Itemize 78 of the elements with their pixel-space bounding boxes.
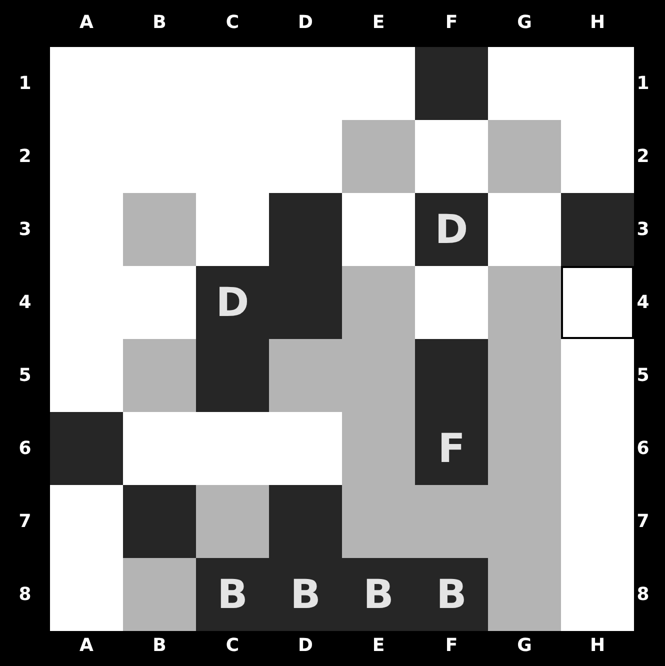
grid-cell xyxy=(269,412,342,485)
grid-cell xyxy=(50,339,123,412)
row-label: 4 xyxy=(636,294,650,312)
row-label: 1 xyxy=(636,74,650,92)
row-label: 7 xyxy=(636,512,650,530)
column-label: F xyxy=(445,637,458,655)
column-label: H xyxy=(590,14,606,32)
grid-cell xyxy=(415,339,488,412)
grid-cell xyxy=(488,47,561,120)
grid-cell xyxy=(415,120,488,193)
grid-cell xyxy=(123,339,196,412)
grid-cell xyxy=(561,266,634,339)
grid-cell xyxy=(342,120,415,193)
grid-cell xyxy=(561,558,634,631)
cell-letter: B xyxy=(436,574,467,614)
column-label: C xyxy=(226,637,240,655)
row-label: 3 xyxy=(18,220,32,238)
grid-cell xyxy=(269,193,342,266)
grid-cell xyxy=(196,558,269,631)
grid-cell xyxy=(488,558,561,631)
row-label: 8 xyxy=(18,586,32,604)
grid-cell xyxy=(488,120,561,193)
grid-cell xyxy=(50,485,123,558)
row-label: 7 xyxy=(18,512,32,530)
grid-cell xyxy=(50,412,123,485)
row-label: 6 xyxy=(18,440,32,458)
grid-cell xyxy=(269,339,342,412)
grid-cell xyxy=(561,120,634,193)
grid-cell xyxy=(196,193,269,266)
column-label: G xyxy=(517,14,532,32)
column-label: E xyxy=(372,14,385,32)
column-label: D xyxy=(298,637,313,655)
row-label: 5 xyxy=(636,366,650,384)
grid-cell xyxy=(196,339,269,412)
column-label: B xyxy=(152,14,166,32)
grid-cell xyxy=(561,193,634,266)
row-label: 2 xyxy=(18,148,32,166)
grid-cell xyxy=(415,558,488,631)
grid-cell xyxy=(196,485,269,558)
grid-cell xyxy=(415,412,488,485)
grid-cell xyxy=(50,558,123,631)
grid-cell xyxy=(561,339,634,412)
grid-cell xyxy=(123,266,196,339)
row-label: 6 xyxy=(636,440,650,458)
row-label: 1 xyxy=(18,74,32,92)
row-label: 5 xyxy=(18,366,32,384)
column-label: B xyxy=(152,637,166,655)
grid-cell xyxy=(488,266,561,339)
column-label: D xyxy=(298,14,313,32)
cell-letter: D xyxy=(434,210,468,250)
column-label: C xyxy=(226,14,240,32)
cell-letter: B xyxy=(363,574,394,614)
grid-cell xyxy=(415,193,488,266)
column-label: H xyxy=(590,637,606,655)
row-label: 3 xyxy=(636,220,650,238)
grid-cell xyxy=(342,266,415,339)
grid-cell xyxy=(123,558,196,631)
cell-letter: B xyxy=(290,574,321,614)
grid-cell xyxy=(123,193,196,266)
grid-cell xyxy=(488,193,561,266)
grid-cell xyxy=(123,485,196,558)
grid-cell xyxy=(415,266,488,339)
column-label: A xyxy=(80,14,94,32)
grid-cell xyxy=(269,485,342,558)
row-label: 2 xyxy=(636,148,650,166)
column-label: F xyxy=(445,14,458,32)
cell-letter: F xyxy=(438,428,466,468)
cell-letter: B xyxy=(217,574,248,614)
cell-letter: D xyxy=(216,282,250,322)
row-label: 8 xyxy=(636,586,650,604)
row-label: 4 xyxy=(18,294,32,312)
column-label: A xyxy=(80,637,94,655)
column-label: G xyxy=(517,637,532,655)
grid-cell xyxy=(123,412,196,485)
grid-cell xyxy=(342,193,415,266)
column-label: E xyxy=(372,637,385,655)
grid-cell xyxy=(342,47,415,120)
grid-cell xyxy=(415,47,488,120)
